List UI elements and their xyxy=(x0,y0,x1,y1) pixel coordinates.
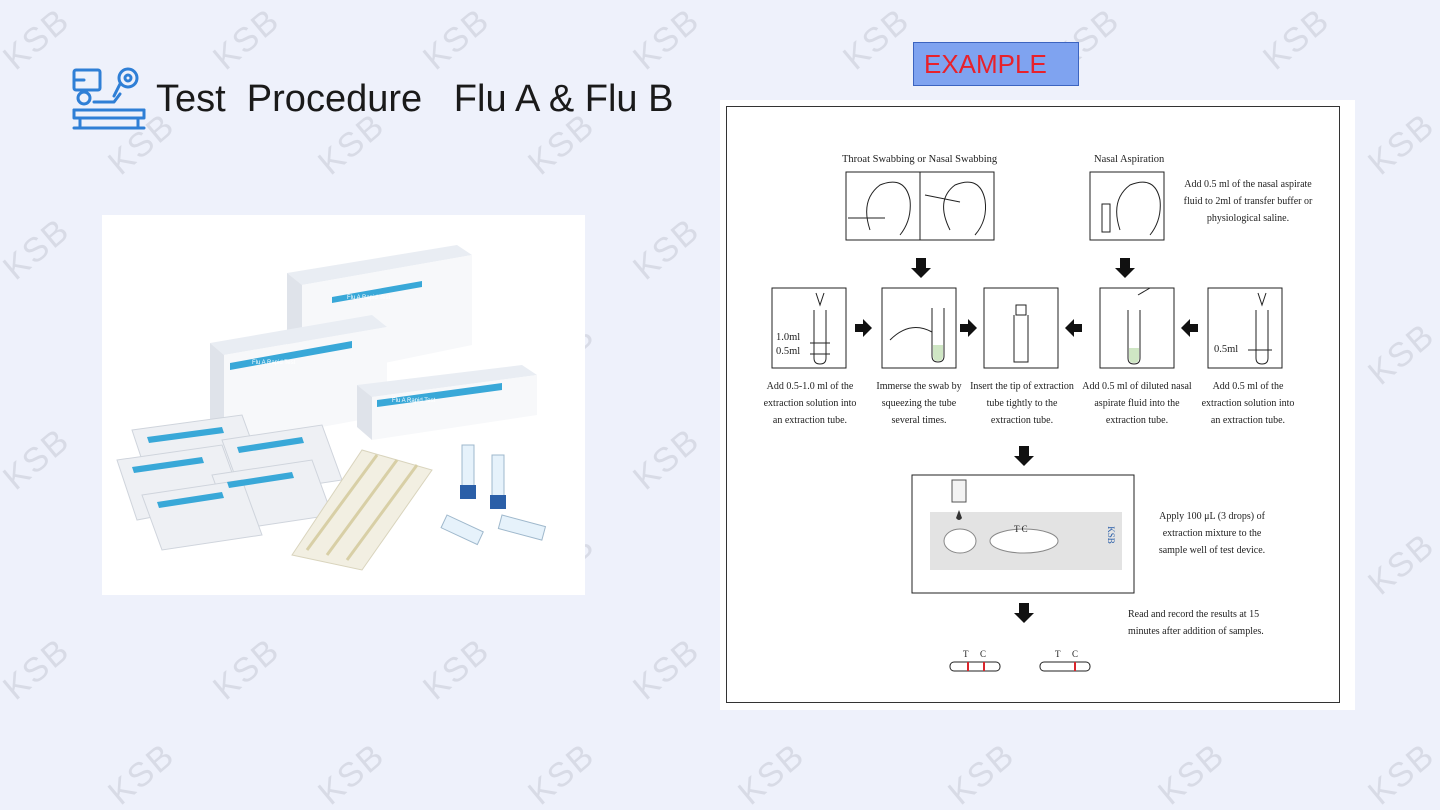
watermark-text: KSB xyxy=(626,630,708,708)
aspiration-title: Nasal Aspiration xyxy=(1094,154,1165,165)
watermark-text: KSB xyxy=(941,735,1023,810)
step-caption-1: Add 0.5-1.0 ml of the extraction solutio… xyxy=(763,381,857,426)
watermark-text: KSB xyxy=(0,0,78,78)
read-note: Read and record the results at 15 minute… xyxy=(1128,609,1264,637)
slide-header: Test Procedure Flu A & Flu B xyxy=(70,66,673,132)
watermark-text: KSB xyxy=(0,630,78,708)
watermark-text: KSB xyxy=(626,210,708,288)
tube-liquids xyxy=(933,345,1139,363)
arrows xyxy=(855,258,1198,623)
watermark-text: KSB xyxy=(1361,735,1440,810)
watermark-text: KSB xyxy=(1361,315,1440,393)
kit-box-left: Flu A Rapid Test xyxy=(210,315,387,445)
kit-box-right: Flu A Rapid Test xyxy=(357,365,537,440)
aspiration-image xyxy=(1089,171,1165,241)
kit-tubes xyxy=(440,444,547,546)
watermark-text: KSB xyxy=(1361,525,1440,603)
pouch-labels xyxy=(132,427,304,508)
kit-swabs xyxy=(291,449,433,571)
device-brand: KSB xyxy=(1105,526,1116,544)
procedure-icon xyxy=(72,67,146,130)
watermark-text: KSB xyxy=(521,735,603,810)
aspiration-note: Add 0.5 ml of the nasal aspirate fluid t… xyxy=(1183,179,1313,224)
watermark-text: KSB xyxy=(1256,0,1338,78)
result1-t-label: T xyxy=(963,649,969,659)
step-caption-5: Add 0.5 ml of the extraction solution in… xyxy=(1201,381,1295,426)
watermark-text: KSB xyxy=(0,420,78,498)
example-badge: EXAMPLE xyxy=(913,42,1079,86)
tube1-mark-05ml: 0.5ml xyxy=(776,346,801,357)
tube5-mark: 0.5ml xyxy=(1214,344,1239,355)
result-strips xyxy=(949,661,1091,672)
step-caption-4: Add 0.5 ml of diluted nasal aspirate flu… xyxy=(1082,381,1192,426)
watermark-text: KSB xyxy=(416,630,498,708)
tube1-mark-1ml: 1.0ml xyxy=(776,332,801,343)
svg-text:Flu A Rapid Test: Flu A Rapid Test xyxy=(347,295,391,301)
apply-note: Apply 100 μL (3 drops) of extraction mix… xyxy=(1158,511,1266,556)
watermark-text: KSB xyxy=(1151,735,1233,810)
result1-c-label: C xyxy=(980,649,987,659)
kit-pouches xyxy=(116,414,343,551)
watermark-text: KSB xyxy=(731,735,813,810)
step-caption-2: Immerse the swab by squeezing the tube s… xyxy=(876,381,962,426)
product-photo: Flu A Rapid Test Flu A Rapid Test Flu A … xyxy=(102,215,585,595)
svg-text:Flu A Rapid Test: Flu A Rapid Test xyxy=(252,360,296,366)
watermark-text: KSB xyxy=(0,210,78,288)
procedure-sheet: Throat Swabbing or Nasal Swabbing Nasal … xyxy=(720,100,1355,710)
watermark-text: KSB xyxy=(311,735,393,810)
test-device xyxy=(911,474,1135,594)
step-images xyxy=(771,287,1283,369)
watermark-text: KSB xyxy=(836,0,918,78)
result2-t-label: T xyxy=(1055,649,1061,659)
watermark-text: KSB xyxy=(206,630,288,708)
product-kit-illustration: Flu A Rapid Test Flu A Rapid Test Flu A … xyxy=(116,245,547,571)
result2-c-label: C xyxy=(1072,649,1079,659)
swab-title: Throat Swabbing or Nasal Swabbing xyxy=(842,154,998,165)
device-tc-label: T C xyxy=(1014,524,1028,534)
watermark-text: KSB xyxy=(1361,105,1440,183)
step-caption-3: Insert the tip of extraction tube tightl… xyxy=(970,381,1074,426)
page-title: Test Procedure Flu A & Flu B xyxy=(156,77,674,120)
sheet-frame xyxy=(726,106,1340,703)
example-label: EXAMPLE xyxy=(924,49,1047,79)
procedure-diagram xyxy=(771,171,1283,672)
svg-text:Flu A Rapid Test: Flu A Rapid Test xyxy=(392,398,436,404)
watermark-text: KSB xyxy=(626,420,708,498)
watermark-text: KSB xyxy=(101,735,183,810)
